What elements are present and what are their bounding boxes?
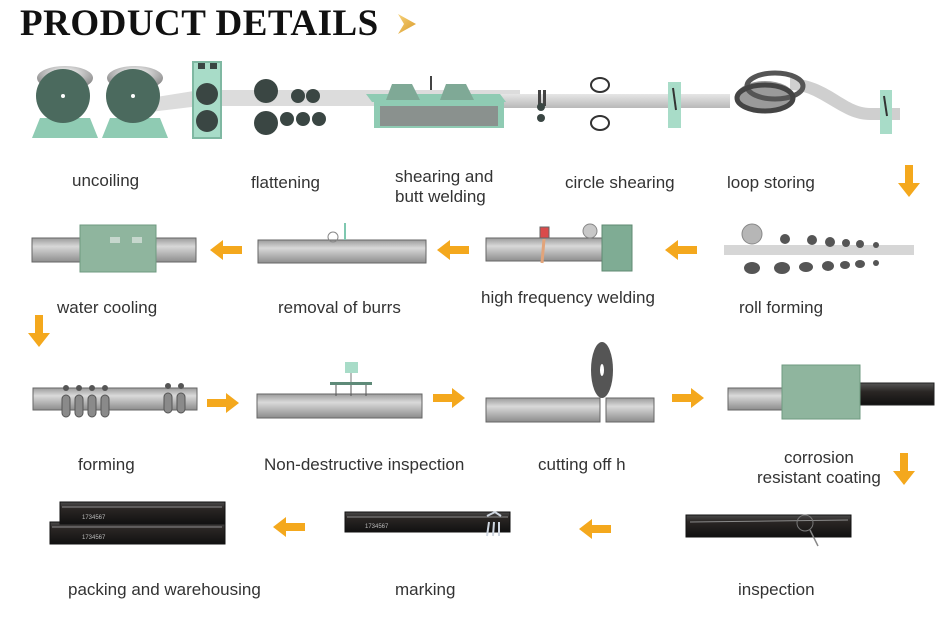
- ndt-probe: [256, 362, 423, 419]
- flattening-stand: [192, 61, 222, 139]
- step-label-line1: corrosion: [783, 448, 854, 467]
- step-label-loop-storing: loop storing: [727, 173, 815, 192]
- tube-marking: 1734567: [82, 515, 106, 521]
- step-label-packing-and-warehousing: packing and warehousing: [68, 580, 261, 599]
- step-label-corrosion-resistant-coating: corrosion resistant coating: [757, 448, 881, 488]
- roll-forming-mill: [724, 223, 914, 274]
- guide-stand-1: [668, 82, 681, 128]
- step-label-line1: shearing and: [395, 167, 494, 186]
- step-label-shearing-butt-welding: shearing and butt welding: [395, 167, 493, 207]
- step-label-water-cooling: water cooling: [57, 298, 158, 317]
- arrow-right-icon: [672, 388, 704, 408]
- cutoff-saw: [485, 342, 655, 423]
- step-label-forming: forming: [78, 455, 135, 474]
- page-title: PRODUCT DETAILS: [20, 3, 379, 44]
- tube-marking: 1734567: [82, 535, 106, 541]
- production-line-row1-illustration: [0, 50, 950, 160]
- arrow-down-icon: [28, 315, 50, 347]
- deburring-tube: [257, 223, 427, 264]
- production-line-row4-illustration: 1734567 1734567 1734567: [0, 490, 950, 565]
- marking-tube: 1734567: [344, 510, 511, 537]
- step-label-marking: marking: [395, 580, 456, 599]
- step-label-circle-shearing: circle shearing: [565, 173, 675, 192]
- step-label-line2: butt welding: [395, 187, 486, 206]
- chevron-right-icon: [396, 12, 418, 36]
- step-label-inspection: inspection: [738, 580, 815, 599]
- arrow-left-icon: [210, 240, 242, 260]
- arrow-left-icon: [437, 240, 469, 260]
- arrow-down-icon: [898, 165, 920, 197]
- step-label-removal-of-burrs: removal of burrs: [278, 298, 401, 317]
- water-cooling-unit: [31, 224, 197, 273]
- step-label-non-destructive-inspection: Non-destructive inspection: [264, 455, 465, 474]
- coating-booth: [727, 364, 935, 420]
- inspection-tube: [685, 514, 852, 547]
- hf-welder: [485, 223, 633, 272]
- production-line-row2-illustration: [0, 215, 950, 290]
- production-line-row3-illustration: [0, 330, 950, 425]
- uncoiler-1: [32, 66, 98, 138]
- forming-stands: [32, 383, 198, 418]
- circle-shearing-blades: [537, 77, 610, 131]
- step-label-high-frequency-welding: high frequency welding: [481, 288, 655, 307]
- step-label-uncoiling: uncoiling: [72, 171, 140, 190]
- step-label-line2: resistant coating: [757, 468, 881, 487]
- loop-storage-coil: [734, 70, 806, 114]
- arrow-down-icon: [893, 453, 915, 485]
- packed-tube-bundle: 1734567 1734567: [49, 501, 226, 545]
- arrow-right-icon: [207, 393, 239, 413]
- arrow-left-icon: [579, 519, 611, 539]
- step-label-cutting-off: cutting off h: [538, 455, 626, 474]
- step-label-flattening: flattening: [251, 173, 320, 192]
- arrow-left-icon: [665, 240, 697, 260]
- guide-stand-2: [880, 90, 892, 134]
- uncoiler-2: [102, 66, 168, 138]
- arrow-right-icon: [433, 388, 465, 408]
- shearing-welding-machine: [366, 76, 506, 128]
- tube-marking: 1734567: [365, 524, 389, 530]
- flattening-rollers: [254, 79, 326, 135]
- step-label-roll-forming: roll forming: [739, 298, 824, 317]
- arrow-left-icon: [273, 517, 305, 537]
